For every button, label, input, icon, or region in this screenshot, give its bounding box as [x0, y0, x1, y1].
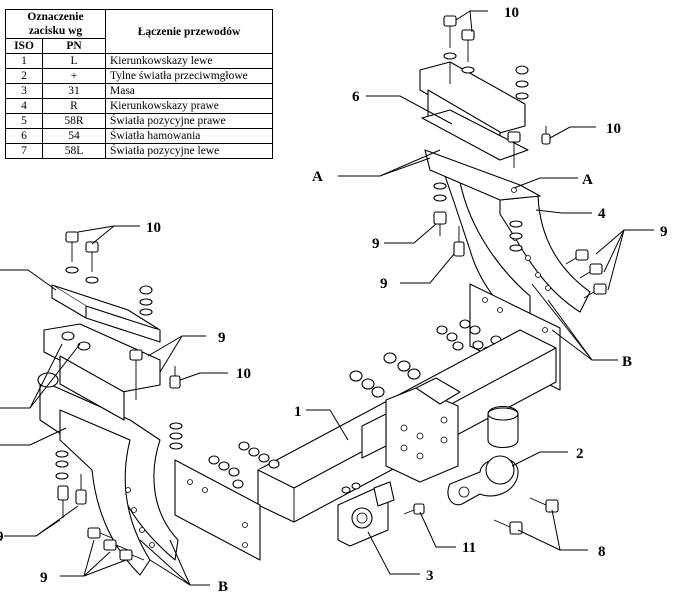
leader-lines: [0, 10, 654, 586]
left-clamp-plates: [43, 284, 161, 421]
cell-desc: Masa: [105, 83, 273, 99]
callout-9-left-bot-b: 9: [40, 570, 48, 586]
table-row: 2+Tylne światła przeciwmgłowe: [5, 68, 273, 84]
cell-desc: Światła pozycyjne prawe: [105, 113, 273, 129]
left-side-bracket: [37, 372, 179, 576]
callout-b-right: B: [622, 354, 632, 370]
callout-9-right: 9: [660, 224, 668, 240]
socket-plate: [337, 481, 425, 547]
cell-pn: R: [42, 98, 106, 114]
cell-iso: 7: [5, 143, 43, 159]
callout-10-right: 10: [606, 121, 621, 137]
cell-desc: Kierunkowskazy lewe: [105, 53, 273, 69]
table-header-connection: Łączenie przewodów: [105, 9, 273, 54]
callout-a-left: A: [312, 169, 323, 185]
cell-pn: L: [42, 53, 106, 69]
left-bolt-stack: [55, 231, 183, 561]
table-header-designation: Oznaczenie zacisku wg: [5, 9, 106, 39]
table-header-pn: PN: [42, 38, 106, 54]
callout-9-left-mid: 9: [218, 330, 226, 346]
callout-10-left-mid: 10: [236, 366, 251, 382]
cell-iso: 1: [5, 53, 43, 69]
callout-4: 4: [598, 206, 606, 222]
cell-desc: Kierunkowskazy prawe: [105, 98, 273, 114]
callout-10-left-top: 10: [146, 220, 161, 236]
cell-iso: 6: [5, 128, 43, 144]
callout-2: 2: [576, 446, 584, 462]
cell-desc: Światła pozycyjne lewe: [105, 143, 273, 159]
cell-pn: 58L: [42, 143, 106, 159]
center-ball-mount: [349, 352, 461, 483]
callout-9-top-b: 9: [380, 276, 388, 292]
callout-b-left: B: [218, 579, 228, 595]
cell-iso: 3: [5, 83, 43, 99]
cell-iso: 4: [5, 98, 43, 114]
callout-10-top: 10: [504, 5, 519, 21]
left-end-plate: [174, 441, 280, 561]
cell-pn: 58R: [42, 113, 106, 129]
right-clamp-plate: [419, 61, 529, 161]
callout-9-left-bot-a: 9: [0, 529, 4, 545]
cell-pn: +: [42, 68, 106, 84]
wiring-connection-table: Oznaczenie zacisku wg Łączenie przewodów…: [5, 9, 273, 159]
callout-1: 1: [294, 404, 302, 420]
right-top-bolt-stack: [433, 15, 607, 299]
tow-ball: [447, 405, 559, 535]
right-side-bracket: [424, 149, 591, 331]
callout-a-right: A: [582, 172, 593, 188]
cell-iso: 5: [5, 113, 43, 129]
cell-pn: 54: [42, 128, 106, 144]
callout-9-top-a: 9: [372, 236, 380, 252]
callout-8: 8: [598, 544, 606, 560]
cell-pn: 31: [42, 83, 106, 99]
callout-6: 6: [352, 89, 360, 105]
cell-desc: Tylne światła przeciwmgłowe: [105, 68, 273, 84]
cell-iso: 2: [5, 68, 43, 84]
table-header-iso: ISO: [5, 38, 43, 54]
cell-desc: Światła hamowania: [105, 128, 273, 144]
callout-3: 3: [426, 568, 434, 584]
callout-11: 11: [462, 540, 476, 556]
